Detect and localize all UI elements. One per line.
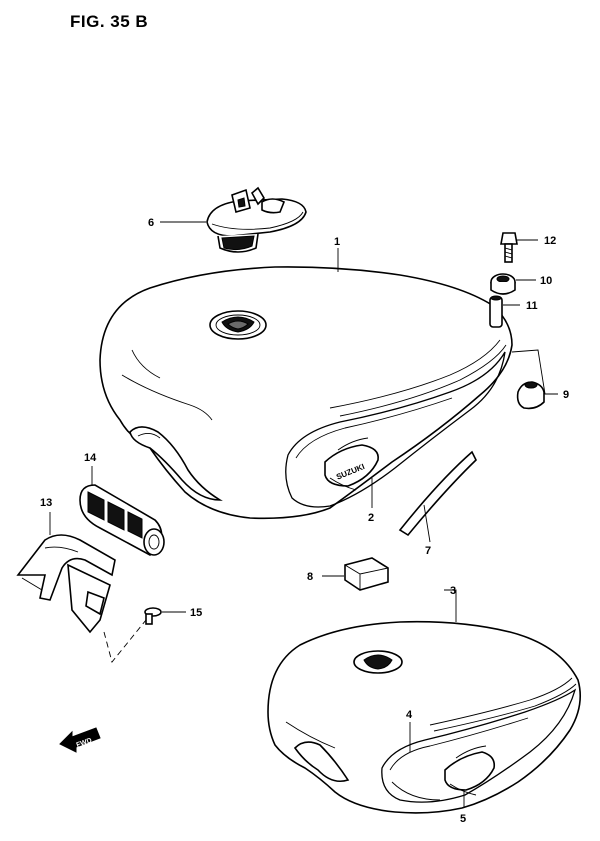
bracket[interactable] [16, 534, 116, 634]
rubber-cushion[interactable] [79, 484, 165, 556]
callout-13: 13 [40, 497, 52, 509]
callout-8: 8 [307, 571, 313, 583]
callout-7: 7 [425, 545, 431, 557]
callout-2: 2 [368, 512, 374, 524]
assembly-emblem [444, 745, 496, 796]
cushion[interactable] [516, 381, 545, 410]
callout-12: 12 [544, 235, 556, 247]
callout-9: 9 [563, 389, 569, 401]
fuel-cap[interactable] [206, 186, 307, 253]
fuel-tank[interactable]: SUZUKI [99, 266, 513, 520]
pad[interactable] [344, 557, 389, 591]
callout-5: 5 [460, 813, 466, 825]
fwd-arrow-icon: FWD [59, 727, 101, 753]
figure-title: FIG. 35 B [70, 12, 149, 31]
bolt[interactable] [500, 232, 518, 263]
leader-lines [49, 221, 558, 808]
tank-emblem: SUZUKI [324, 437, 379, 491]
collar[interactable] [489, 295, 503, 328]
callout-10: 10 [540, 275, 552, 287]
callouts: 1 2 3 4 5 6 7 8 9 10 11 12 13 14 15 [40, 217, 569, 825]
callout-14: 14 [84, 452, 97, 464]
callout-1: 1 [334, 236, 340, 248]
screw[interactable] [144, 607, 162, 625]
callout-6: 6 [148, 217, 154, 229]
trim-strip[interactable] [398, 450, 477, 537]
callout-11: 11 [526, 300, 538, 312]
callout-3: 3 [450, 585, 456, 597]
callout-15: 15 [190, 607, 202, 619]
fuel-tank-assembly[interactable] [267, 620, 581, 814]
callout-4: 4 [406, 709, 413, 721]
spacer[interactable] [490, 273, 516, 295]
